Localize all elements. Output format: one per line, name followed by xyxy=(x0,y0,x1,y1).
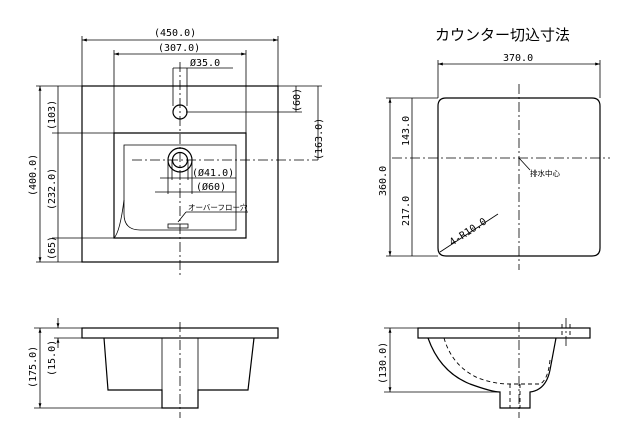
side-right-bowl xyxy=(427,337,557,409)
side-right-rim xyxy=(417,327,591,339)
overflow-slot xyxy=(167,223,189,229)
side-right-hidden xyxy=(443,337,551,385)
dim-cutout-width: 370.0 xyxy=(503,53,533,64)
drawing-title: カウンター切込寸法 xyxy=(435,26,570,44)
overflow-label: オーバーフロー穴 xyxy=(188,202,248,212)
dim-cutout-depth: 360.0 xyxy=(378,166,389,196)
dim-faucet-offset: (60) xyxy=(292,88,303,112)
dim-cutout-depth-top: 143.0 xyxy=(401,116,412,146)
dim-corner-radius: 4-R10.0 xyxy=(448,216,489,248)
dim-depth-top: (103) xyxy=(47,100,58,130)
bowl-outer xyxy=(113,132,247,239)
dim-depth-mid: (232.0) xyxy=(47,168,58,210)
dim-side-height: (175.0) xyxy=(28,346,39,388)
dim-depth-bottom: (65) xyxy=(47,236,58,260)
bowl-curve xyxy=(113,199,125,239)
dim-drain-offset: (163.0) xyxy=(314,118,325,160)
dim-depth-overall: (400.0) xyxy=(28,154,39,196)
side-left-bowl xyxy=(103,337,255,409)
dim-drain-outer: (Ø60) xyxy=(196,181,226,193)
side-view-right: (130.0) xyxy=(378,318,591,418)
drain-center-label: 排水中心 xyxy=(530,168,560,178)
dim-width-overall: (450.0) xyxy=(154,28,196,39)
top-view: (450.0) (307.0) Ø35.0 (Ø41.0) (Ø60) オーバー… xyxy=(28,28,325,276)
bowl-inner xyxy=(123,144,237,231)
dim-rim-thickness: (15.0) xyxy=(47,340,58,376)
side-view-left: (175.0) (15.0) xyxy=(28,318,279,418)
dim-width-faucet: (307.0) xyxy=(158,43,200,54)
dim-cutout-depth-bottom: 217.0 xyxy=(401,196,412,226)
cutout-outline xyxy=(437,97,601,257)
dim-drain-inner: (Ø41.0) xyxy=(192,167,234,179)
dim-faucet-hole: Ø35.0 xyxy=(190,57,220,69)
cutout-view: 370.0 360.0 143.0 217.0 4-R10.0 排水中心 xyxy=(378,53,610,270)
dim-side-right-height: (130.0) xyxy=(378,342,389,384)
